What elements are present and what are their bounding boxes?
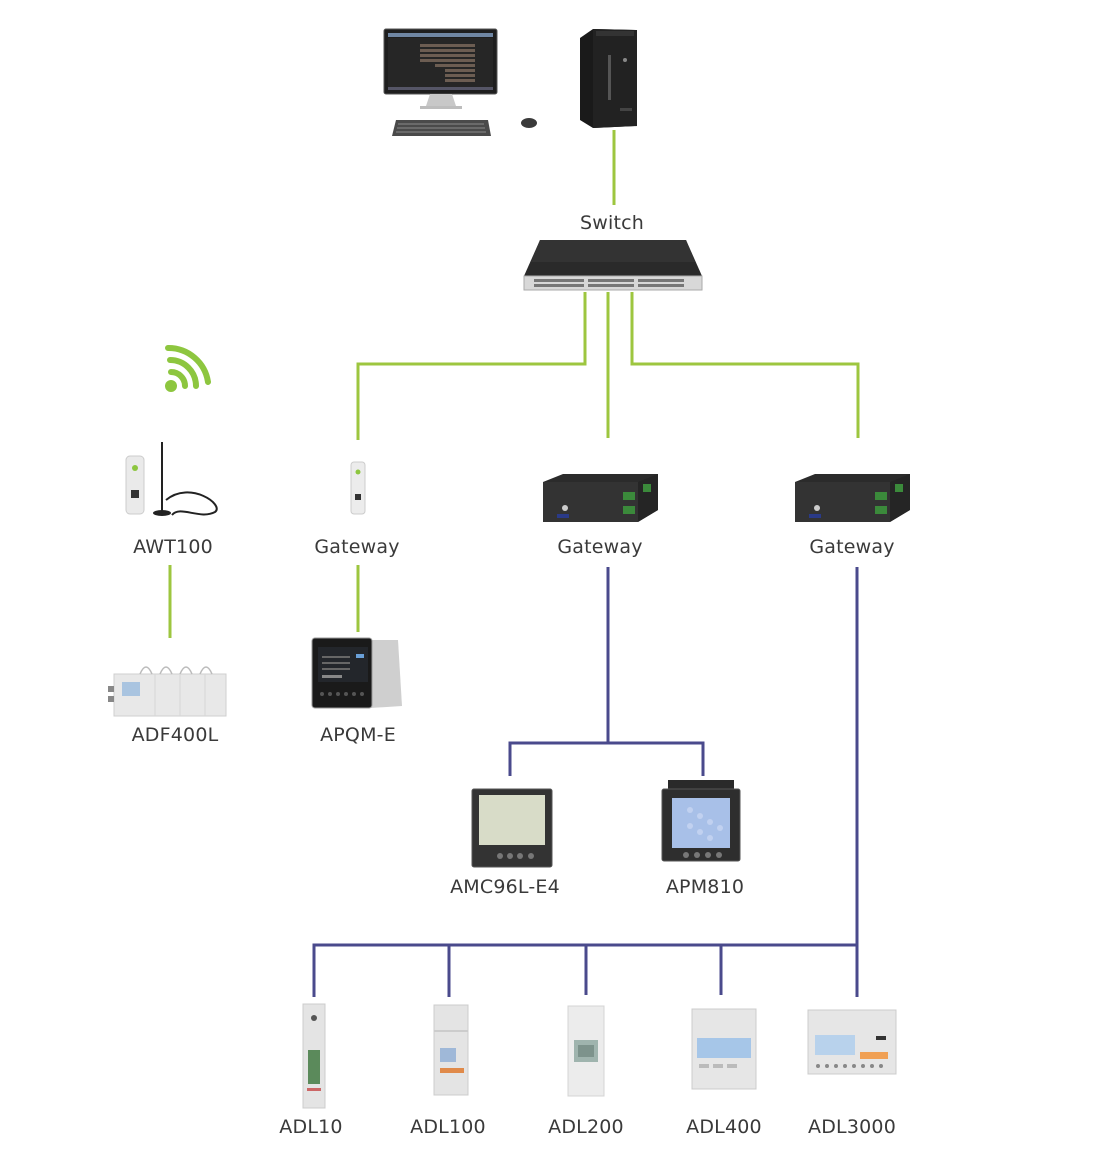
link-switch-gateway3 [630, 292, 860, 438]
bus-adl [312, 943, 857, 997]
adl3000-label: ADL3000 [808, 1116, 896, 1138]
din-rail-meter-icon [433, 1004, 469, 1096]
adl100-label: ADL100 [410, 1116, 486, 1138]
ethernet-lines [168, 130, 860, 638]
din-rail-meter-icon [302, 1003, 326, 1109]
network-switch-icon [523, 240, 703, 291]
din-rail-meter-icon [567, 1005, 605, 1097]
din-rail-meter-icon [807, 1009, 897, 1075]
awt100-label: AWT100 [133, 536, 213, 558]
adl200-label: ADL200 [548, 1116, 624, 1138]
gateway-2-label: Gateway [557, 536, 643, 558]
wireless-module-antenna-icon [125, 442, 218, 516]
wifi-icon [165, 344, 211, 392]
multi-circuit-meter-icon [108, 666, 227, 717]
panel-meter-icon [661, 780, 741, 862]
link-switch-gateway1 [356, 292, 587, 440]
panel-meter-icon [471, 788, 553, 868]
din-rail-gateway-icon [350, 461, 366, 515]
gateway-1-label: Gateway [314, 536, 400, 558]
box-gateway-icon [543, 474, 658, 522]
adf400l-label: ADF400L [131, 724, 219, 746]
adl10-label: ADL10 [279, 1116, 343, 1138]
desktop-computer-icon [383, 28, 537, 136]
gateway-3-label: Gateway [809, 536, 895, 558]
din-rail-meter-icon [691, 1008, 757, 1090]
amc96-label: AMC96L-E4 [450, 876, 560, 898]
server-tower-icon [580, 29, 637, 128]
power-quality-analyzer-icon [311, 637, 402, 709]
adl400-label: ADL400 [686, 1116, 762, 1138]
apqm-label: APQM-E [320, 724, 396, 746]
box-gateway-icon [795, 474, 910, 522]
apm810-label: APM810 [665, 876, 745, 898]
switch-label: Switch [579, 212, 645, 234]
rs485-lines [312, 567, 859, 997]
link-bus-amc96 [508, 741, 705, 776]
